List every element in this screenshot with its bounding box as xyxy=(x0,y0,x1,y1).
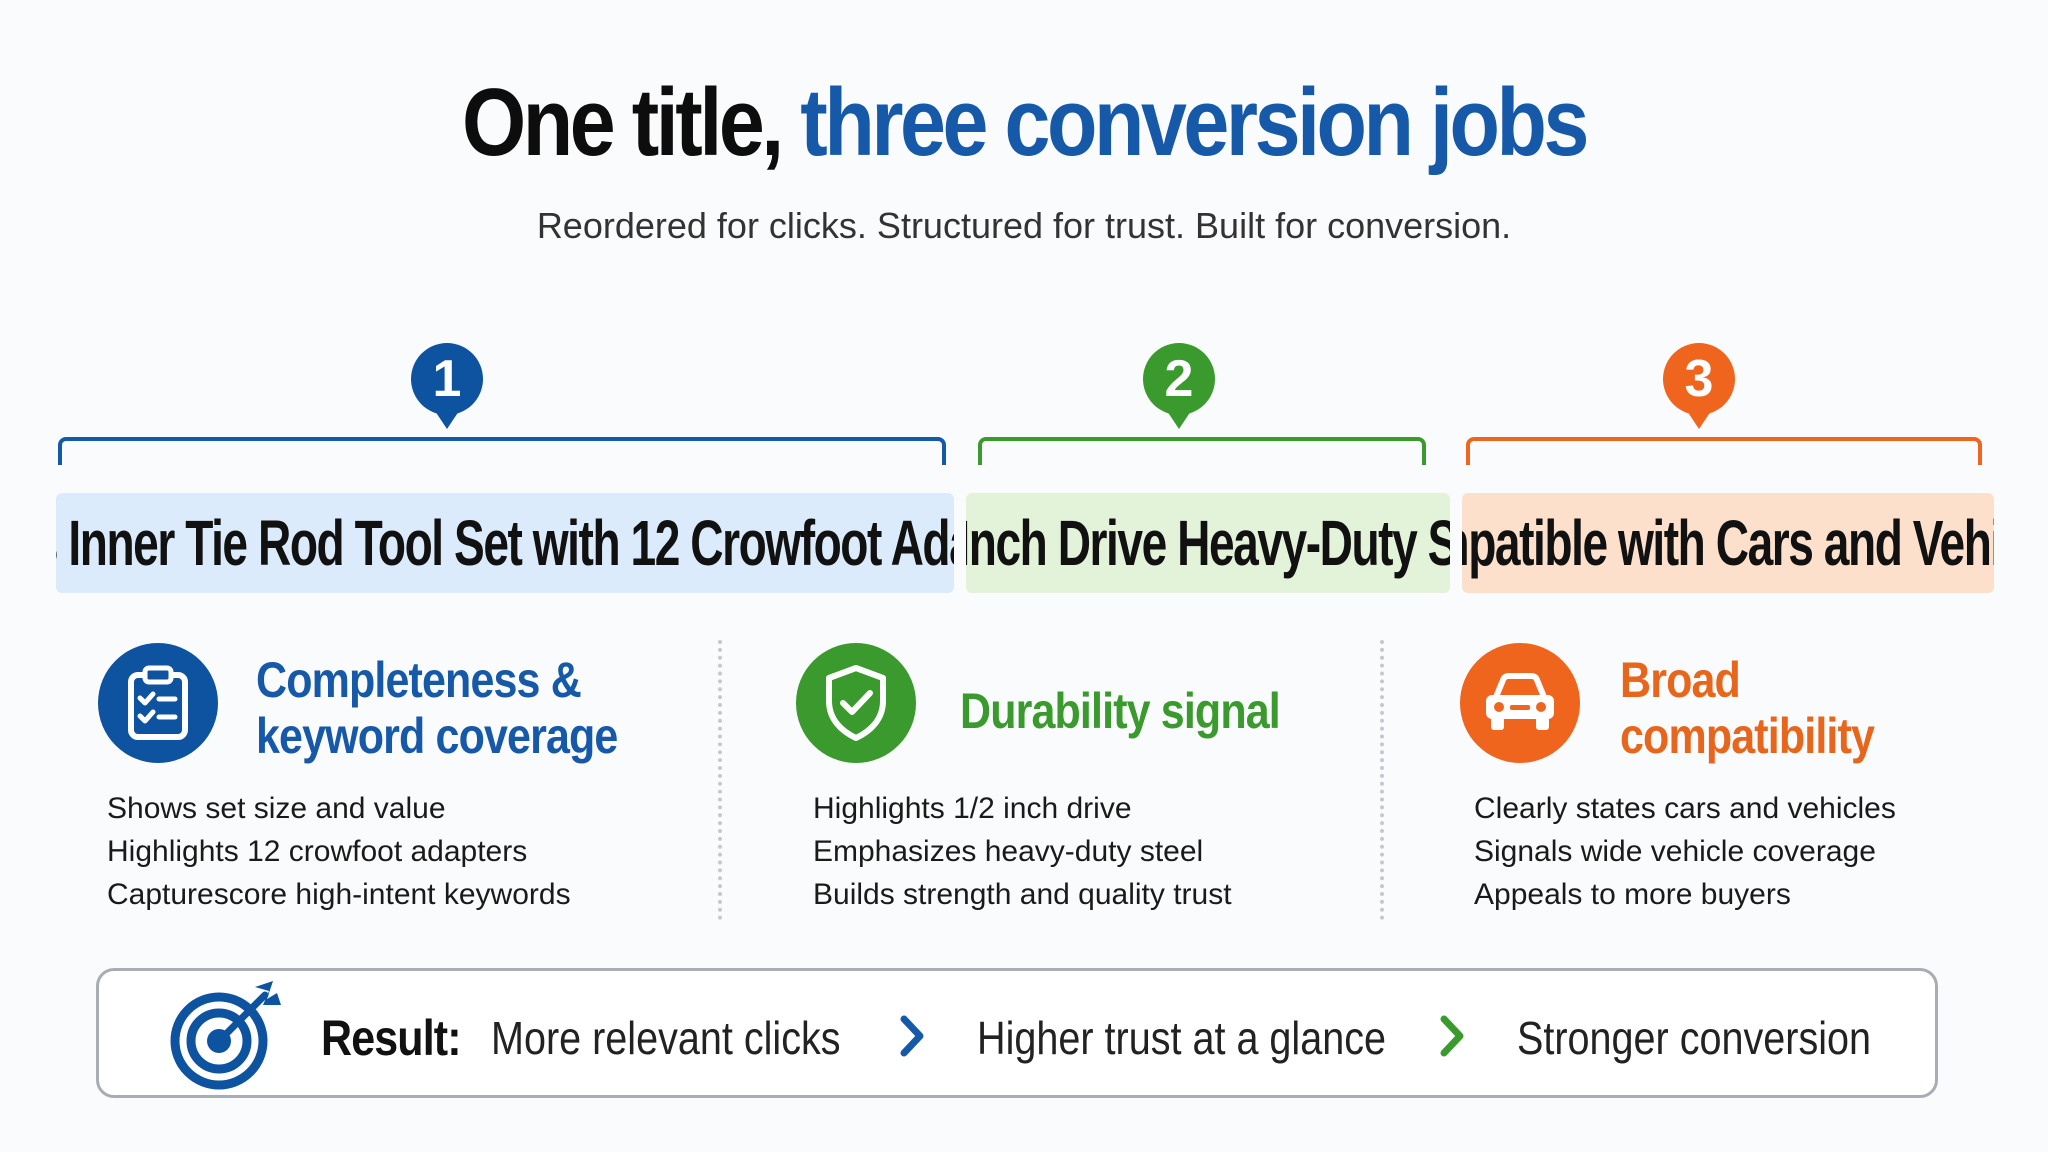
list-item: Signals wide vehicle coverage xyxy=(1474,835,1876,868)
column-divider xyxy=(1380,640,1384,920)
column-2-heading: Durability signal xyxy=(960,683,1281,739)
marker-1: 1 xyxy=(411,343,483,429)
marker-3: 3 xyxy=(1663,343,1735,429)
title-segment-3-text: Compatible with Cars and Vehicles xyxy=(1462,507,1994,579)
result-step-2: Higher trust at a glance xyxy=(977,1012,1387,1064)
list-item: Clearly states cars and vehicles xyxy=(1474,792,1896,825)
column-1-heading-line-2: keyword coverage xyxy=(256,708,618,764)
car-icon xyxy=(1460,643,1580,763)
title-segment-2: 1/2 Inch Drive Heavy-Duty Steel xyxy=(966,493,1450,593)
page-title: One title, three conversion jobs xyxy=(143,70,1904,176)
list-item: Capturescore high-intent keywords xyxy=(107,878,571,911)
list-item: Emphasizes heavy-duty steel xyxy=(813,835,1204,868)
chevron-right-icon xyxy=(1440,1015,1464,1057)
column-2-points: Highlights 1/2 inch drive Emphasizes hea… xyxy=(813,787,1232,916)
column-3-heading-line-1: Broad xyxy=(1620,652,1741,708)
list-item: Shows set size and value xyxy=(107,792,446,825)
chevron-right-icon xyxy=(900,1015,924,1057)
list-item: Highlights 1/2 inch drive xyxy=(813,792,1132,825)
title-part-2: three conversion jobs xyxy=(800,69,1589,176)
title-segment-1: 13 Pcs Inner Tie Rod Tool Set with 12 Cr… xyxy=(56,493,954,593)
result-step-3: Stronger conversion xyxy=(1517,1012,1872,1064)
title-segment-1-text: 13 Pcs Inner Tie Rod Tool Set with 12 Cr… xyxy=(56,507,954,579)
column-3-points: Clearly states cars and vehicles Signals… xyxy=(1474,787,1896,916)
column-3-heading-line-2: compatibility xyxy=(1620,708,1875,764)
result-bar: Result: More relevant clicks Higher trus… xyxy=(96,968,1938,1098)
shield-check-icon xyxy=(796,643,916,763)
list-item: Highlights 12 crowfoot adapters xyxy=(107,835,528,868)
column-2-heading-line-1: Durability signal xyxy=(960,683,1281,739)
column-3-heading: Broad compatibility xyxy=(1620,652,1875,764)
list-item: Builds strength and quality trust xyxy=(813,878,1232,911)
column-divider xyxy=(718,640,722,920)
page-subtitle: Reordered for clicks. Structured for tru… xyxy=(536,205,1512,246)
result-label: Result: xyxy=(321,1010,462,1066)
title-segment-3: Compatible with Cars and Vehicles xyxy=(1462,493,1994,593)
title-segment-2-text: 1/2 Inch Drive Heavy-Duty Steel xyxy=(966,507,1450,579)
target-icon xyxy=(170,981,281,1090)
title-part-1: One title, xyxy=(461,69,801,176)
result-step-1: More relevant clicks xyxy=(491,1012,841,1064)
bracket-2 xyxy=(978,437,1426,465)
bracket-3 xyxy=(1466,437,1982,465)
list-item: Appeals to more buyers xyxy=(1474,878,1791,911)
clipboard-checklist-icon xyxy=(98,643,218,763)
bracket-1 xyxy=(58,437,946,465)
column-1-points: Shows set size and value Highlights 12 c… xyxy=(107,787,571,916)
column-1-heading-line-1: Completeness & xyxy=(256,652,582,708)
column-1-heading: Completeness & keyword coverage xyxy=(256,652,618,764)
marker-2: 2 xyxy=(1143,343,1215,429)
